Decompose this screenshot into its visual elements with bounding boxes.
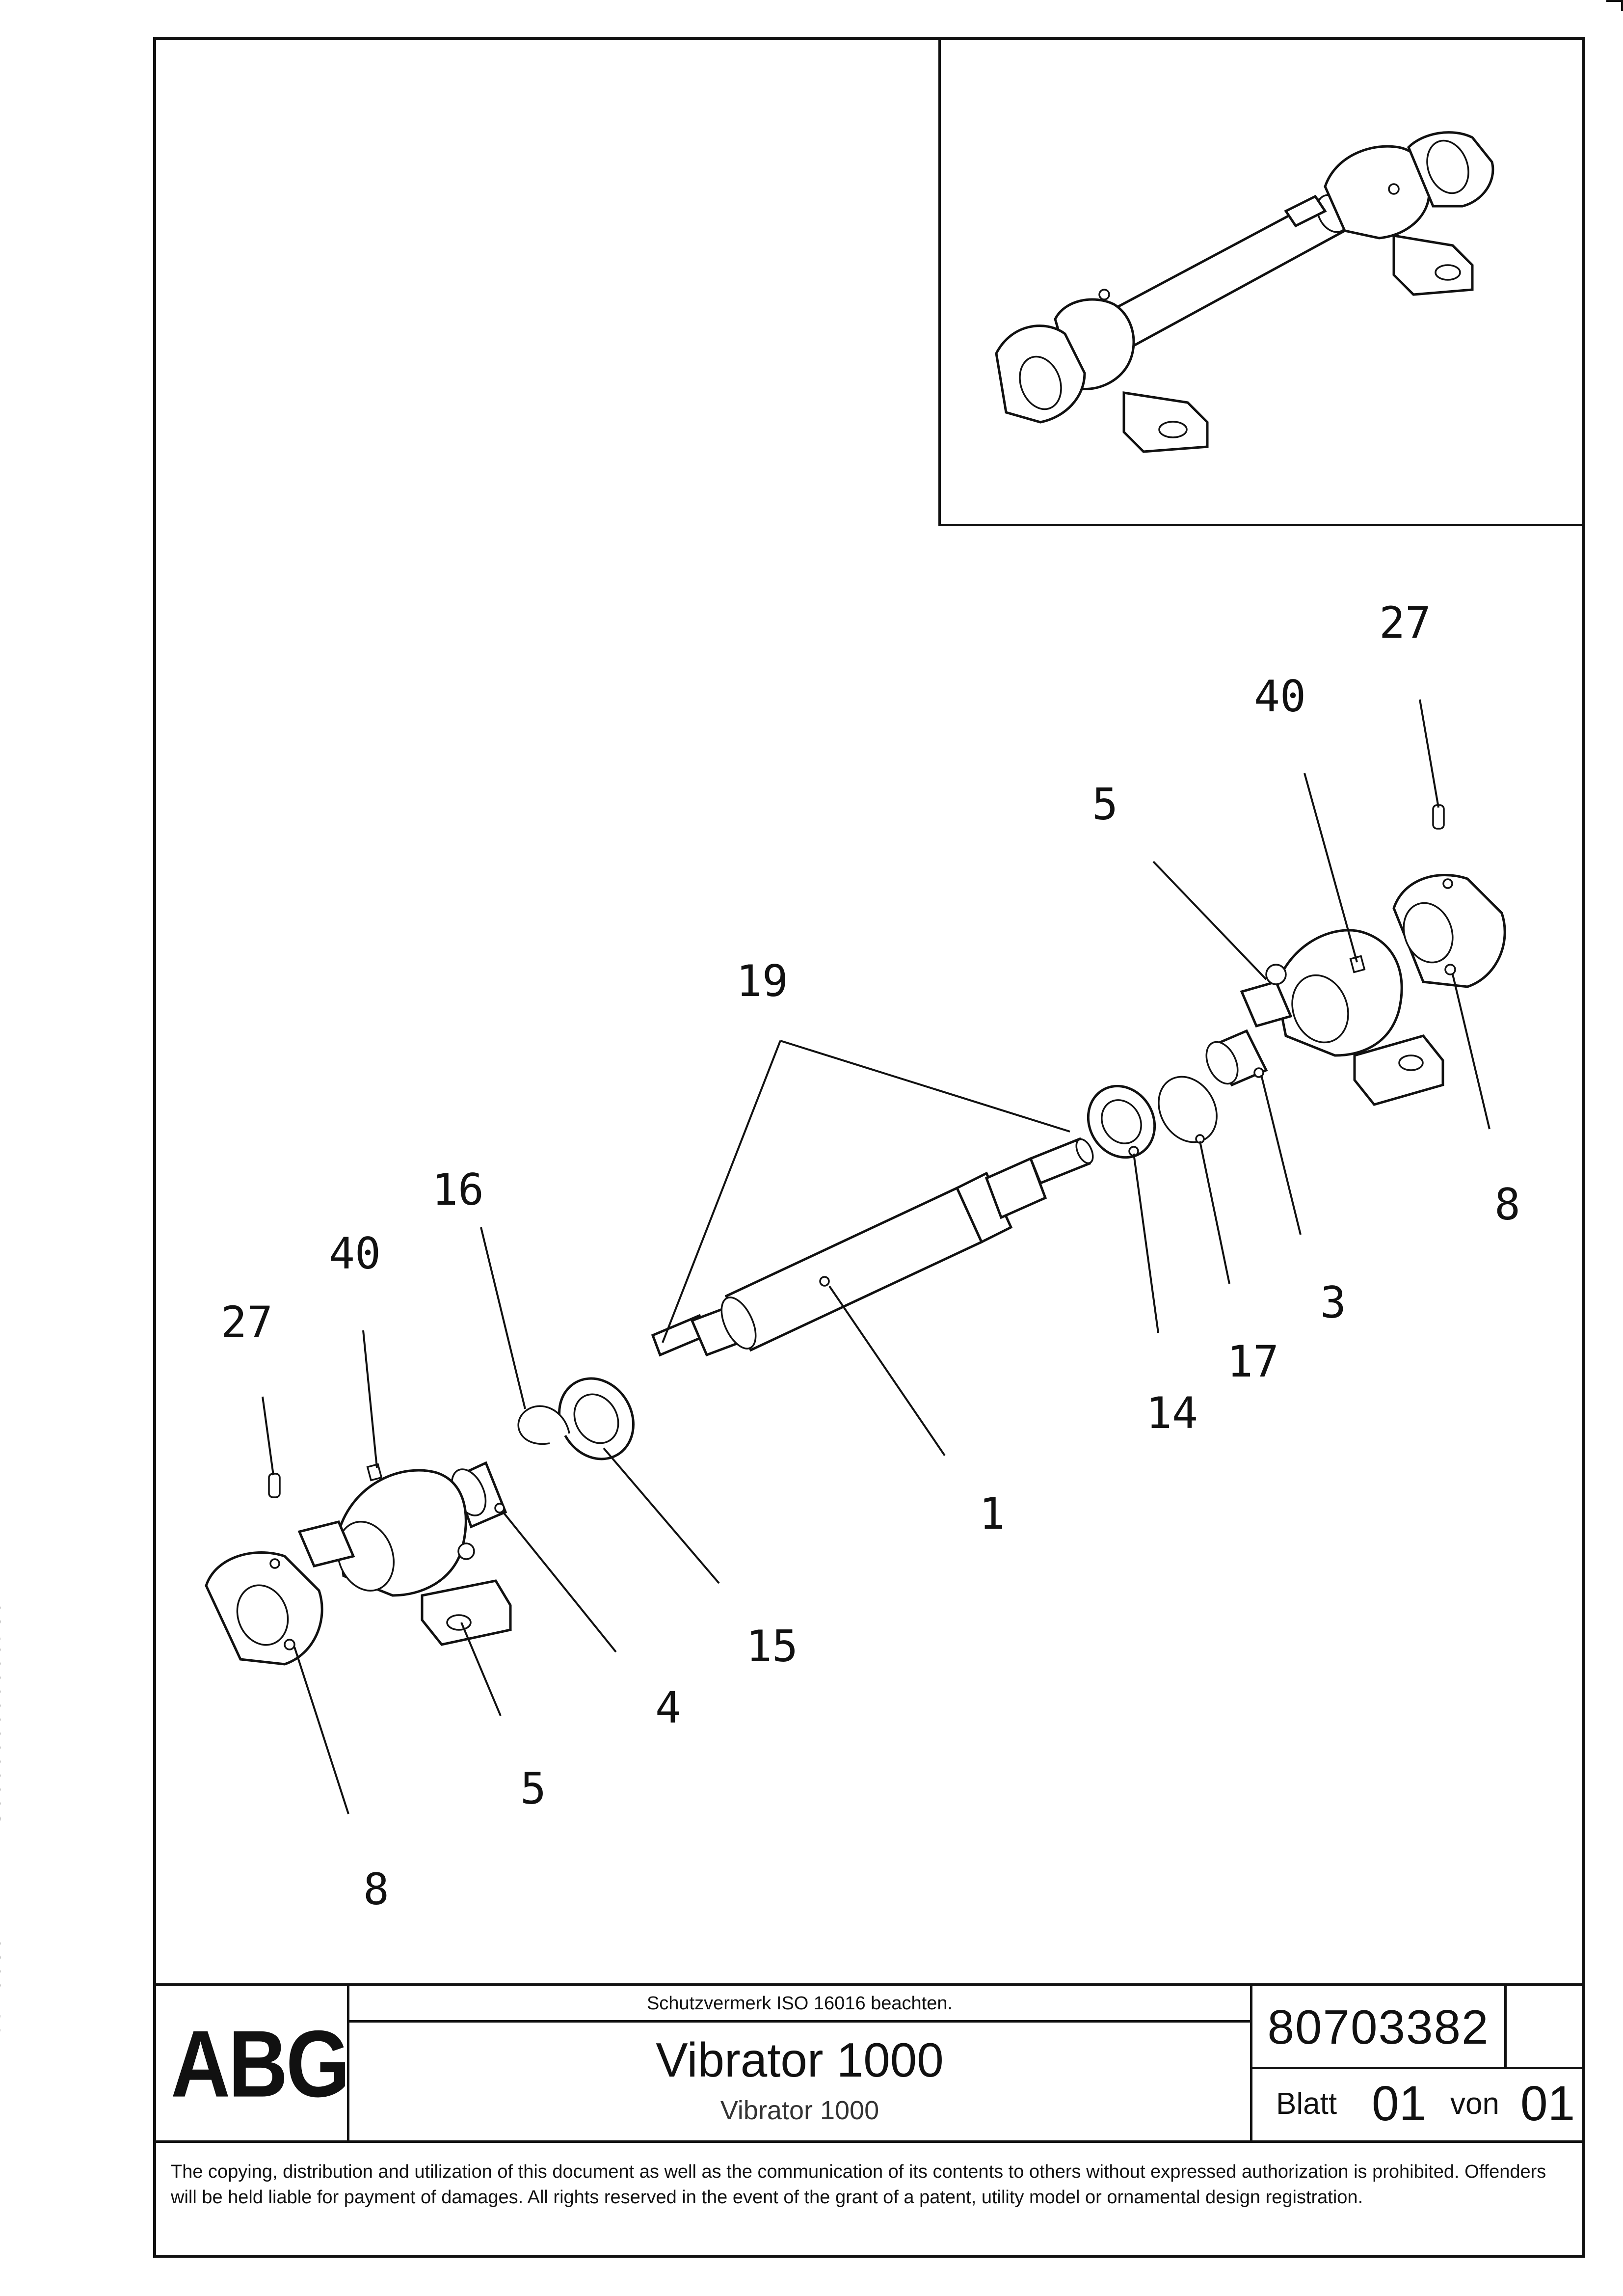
circlip-left — [517, 1405, 570, 1445]
grease-nipple-right — [1432, 804, 1445, 830]
bearing-right — [1087, 1084, 1156, 1159]
bearing-housing-left — [297, 1463, 512, 1646]
callout-8-left: 8 — [363, 1864, 389, 1915]
sheet-total: 01 — [1520, 2076, 1575, 2131]
shaft — [651, 1137, 1094, 1357]
revision-cell — [1504, 1983, 1585, 2069]
sheet-label: Blatt — [1276, 2087, 1337, 2121]
drawing-title: Vibrator 1000 — [656, 2033, 944, 2087]
callout-27-left: 27 — [221, 1297, 273, 1348]
grease-nipple-left — [268, 1473, 281, 1498]
callout-5-left: 5 — [520, 1763, 546, 1814]
callout-4: 4 — [655, 1682, 681, 1733]
protection-note: Schutzvermerk ISO 16016 beachten. — [646, 1993, 953, 2014]
drawing-subtitle: Vibrator 1000 — [720, 2096, 879, 2125]
callout-16: 16 — [432, 1164, 484, 1215]
circlip-right — [1158, 1076, 1218, 1144]
callout-3: 3 — [1320, 1277, 1346, 1328]
of-label: von — [1450, 2087, 1499, 2121]
callout-8-right: 8 — [1494, 1179, 1520, 1230]
callout-14: 14 — [1146, 1388, 1198, 1438]
copyright-cell — [153, 2140, 1585, 2258]
callout-40-left: 40 — [329, 1228, 381, 1279]
bearing-left — [558, 1377, 635, 1460]
assembled-vibrator — [995, 131, 1494, 453]
spacer-right — [1205, 1029, 1268, 1087]
leader-lines — [262, 699, 1490, 1814]
assembled-view-inset — [938, 38, 1585, 526]
drawing-number: 80703382 — [1267, 2000, 1490, 2054]
callout-1: 1 — [979, 1488, 1005, 1539]
coupling-left — [205, 1551, 323, 1666]
copyright-notice: The copying, distribution and utilizatio… — [171, 2161, 1546, 2208]
callout-5-right: 5 — [1092, 779, 1118, 830]
callout-40-right: 40 — [1254, 671, 1306, 722]
crop-mark — [1606, 0, 1623, 11]
callout-27-right: 27 — [1379, 597, 1431, 648]
sheet-number: 01 — [1372, 2076, 1427, 2131]
callout-17: 17 — [1227, 1336, 1279, 1387]
bearing-housing-right — [1240, 929, 1444, 1106]
abg-logo: ABG — [171, 2010, 350, 2117]
coupling-right — [1392, 874, 1506, 988]
callout-15: 15 — [746, 1621, 798, 1672]
callout-19: 19 — [736, 956, 788, 1006]
